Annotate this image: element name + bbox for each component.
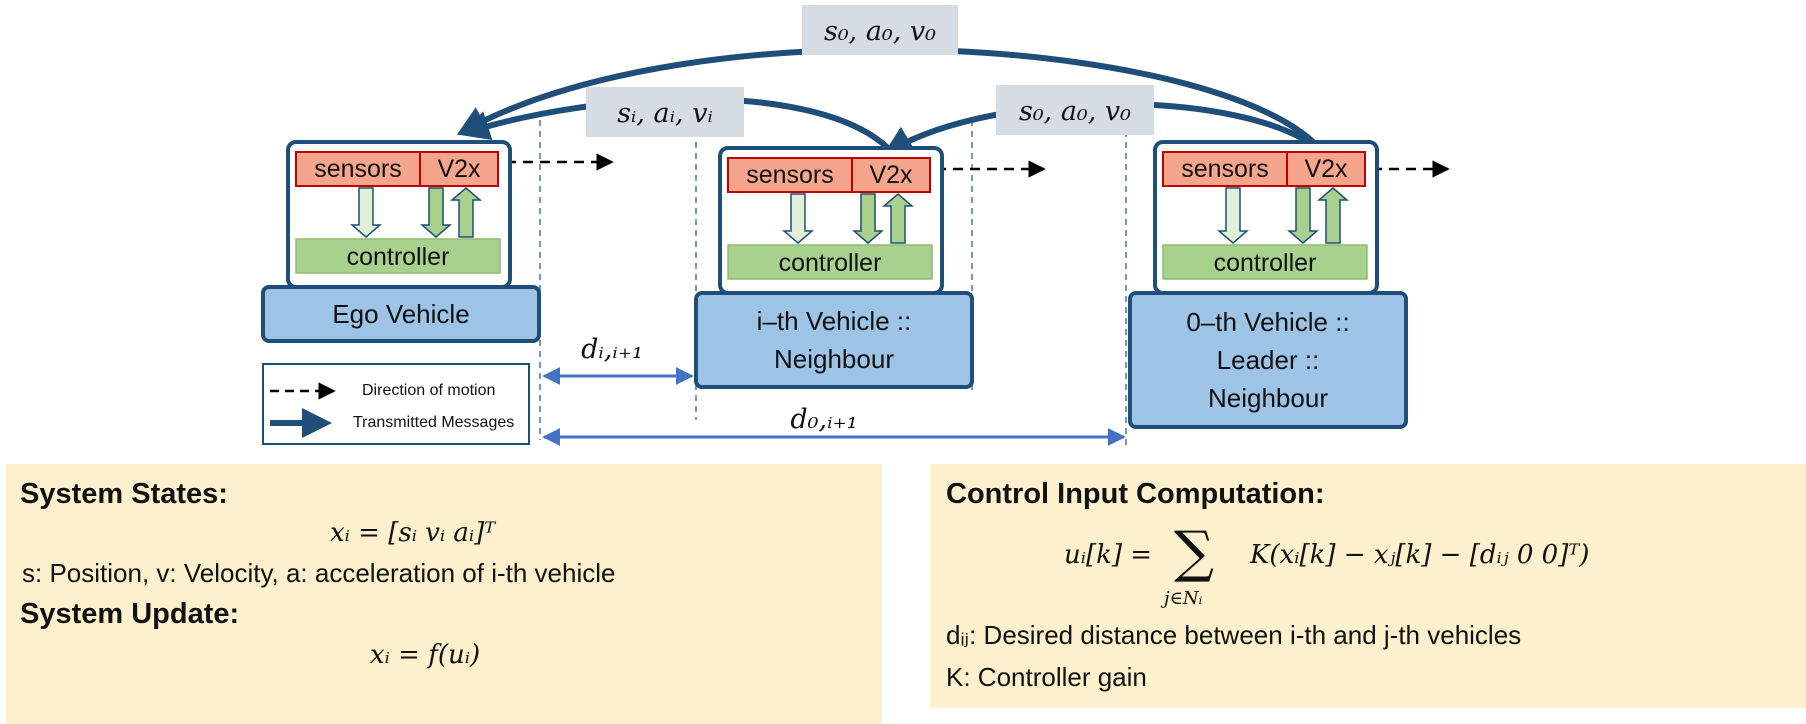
ego-v2x-box xyxy=(419,151,499,187)
leader-vehicle-name-line: Neighbour xyxy=(1208,383,1328,413)
control-input-panel: Control Input Computation: uᵢ[k] = ∑ j∈N… xyxy=(930,464,1806,708)
leader-controller-to-v2x-arrow xyxy=(1316,187,1350,244)
system-states-description: s: Position, v: Velocity, a: acceleratio… xyxy=(22,558,616,588)
legend: Direction of motion Transmitted Messages xyxy=(262,363,530,445)
control-input-heading: Control Input Computation: xyxy=(946,478,1325,510)
system-update-equation: xᵢ = f(uᵢ) xyxy=(370,640,481,670)
system-update-heading: System Update: xyxy=(20,598,240,630)
neighbour-sensor-to-controller-arrow xyxy=(781,193,815,244)
mid-left-message-box xyxy=(586,87,744,137)
control-gain-description: K: Controller gain xyxy=(946,662,1147,692)
ego-sensors-box xyxy=(295,151,421,187)
top-message-box xyxy=(802,5,958,55)
ego-sensors-label: sensors xyxy=(314,155,402,183)
leader-vehicle-name-line: Leader :: xyxy=(1217,345,1320,375)
ego-v2x-to-controller-arrow xyxy=(419,187,453,238)
neighbour-v2x-to-controller-arrow xyxy=(851,193,885,244)
leader-controller-label: controller xyxy=(1214,249,1317,277)
message-labels: s₀, a₀, v₀ sᵢ, aᵢ, vᵢ s₀, a₀, v₀ xyxy=(586,5,1154,137)
ego-v2x-label: V2x xyxy=(437,155,481,183)
leader-v2x-label: V2x xyxy=(1304,155,1348,183)
mid-right-message-box xyxy=(996,85,1154,135)
ego-controller-to-v2x-arrow xyxy=(449,187,483,238)
control-equation-rhs: K(xᵢ[k] − xⱼ[k] − [dᵢⱼ 0 0]ᵀ) xyxy=(1250,540,1590,570)
system-states-panel: System States: xᵢ = [sᵢ vᵢ aᵢ]ᵀ s: Posit… xyxy=(6,464,882,724)
top-message-label: s₀, a₀, v₀ xyxy=(824,16,936,47)
neighbour-controller-box xyxy=(727,244,933,280)
neighbour-vehicle-name-line: i–th Vehicle :: xyxy=(757,306,912,336)
neighbour-controller-label: controller xyxy=(779,249,882,277)
leader-v2x-box xyxy=(1286,151,1366,187)
legend-transmitted-label: Transmitted Messages xyxy=(353,414,514,431)
neighbour-sensors-box xyxy=(727,157,853,193)
distance-arrows xyxy=(542,367,1126,446)
leader-sensors-box xyxy=(1162,151,1288,187)
ego-vehicle-name-line: Ego Vehicle xyxy=(332,299,469,329)
leader-vehicle-name-line: 0–th Vehicle :: xyxy=(1186,307,1349,337)
distance-i-label: dᵢ,ᵢ₊₁ xyxy=(581,334,643,365)
distance-0-label: d₀,ᵢ₊₁ xyxy=(790,404,857,435)
legend-box xyxy=(262,363,530,445)
leader-v2x-to-controller-arrow xyxy=(1286,187,1320,244)
leader-controller-box xyxy=(1162,244,1368,280)
system-states-equation: xᵢ = [sᵢ vᵢ aᵢ]ᵀ xyxy=(330,518,496,548)
legend-motion-label: Direction of motion xyxy=(362,382,495,399)
mid-right-message-label: s₀, a₀, v₀ xyxy=(1019,96,1131,127)
neighbour-controller-to-v2x-arrow xyxy=(881,193,915,244)
mid-left-message-label: sᵢ, aᵢ, vᵢ xyxy=(617,98,713,129)
motion-arrows xyxy=(506,153,1450,178)
control-equation-sum-index: j∈Nᵢ xyxy=(1164,588,1203,609)
neighbour-v2x-box xyxy=(851,157,931,193)
neighbour-sensors-label: sensors xyxy=(746,161,834,189)
control-distance-description: dᵢⱼ: Desired distance between i-th and j… xyxy=(946,620,1522,650)
system-states-heading: System States: xyxy=(20,478,228,510)
leader-sensor-to-controller-arrow xyxy=(1216,187,1250,244)
ego-controller-label: controller xyxy=(347,243,450,271)
neighbour-vehicle-box xyxy=(694,291,974,389)
control-equation-lhs: uᵢ[k] = xyxy=(1064,540,1153,570)
ego-controller-box xyxy=(295,238,501,274)
leader-vehicle-box xyxy=(1128,291,1408,429)
neighbour-v2x-label: V2x xyxy=(869,161,913,189)
control-equation-sum: ∑ xyxy=(1174,520,1214,585)
ego-vehicle-box xyxy=(261,285,541,343)
neighbour-vehicle-name-line: Neighbour xyxy=(774,344,894,374)
leader-sensors-label: sensors xyxy=(1181,155,1269,183)
ego-sensor-to-controller-arrow xyxy=(349,187,383,238)
